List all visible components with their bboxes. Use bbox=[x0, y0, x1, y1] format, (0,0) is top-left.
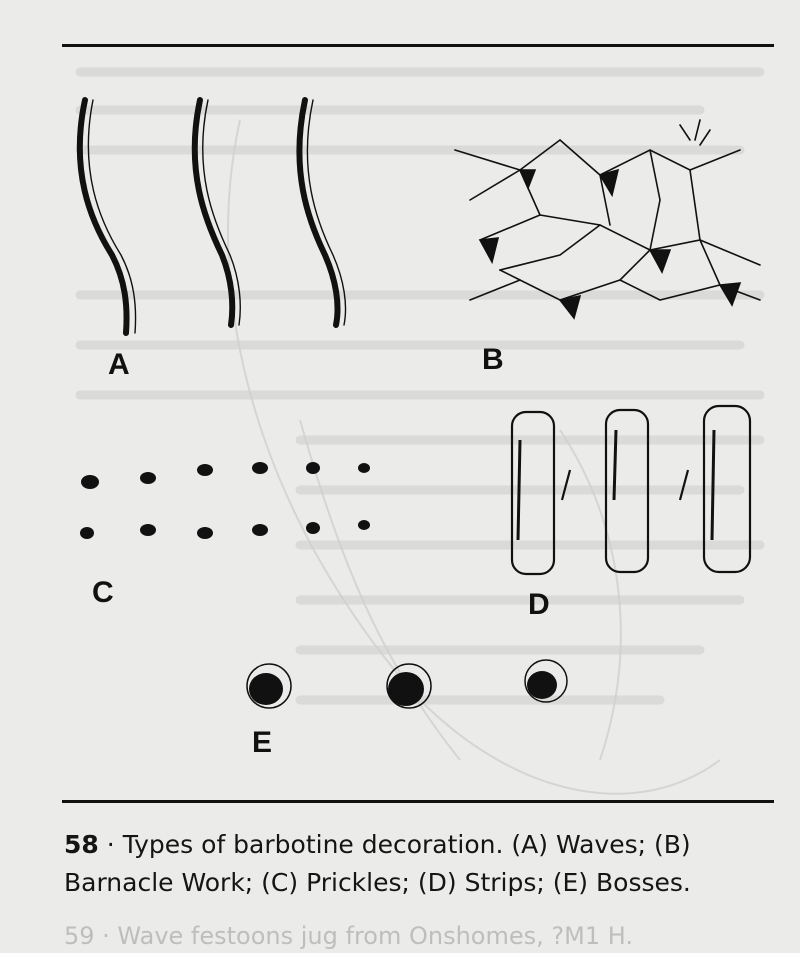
caption-text: Types of barbotine decoration. (A) Waves… bbox=[64, 830, 691, 897]
strips-drawing bbox=[512, 406, 750, 574]
caption-separator: · bbox=[99, 830, 123, 859]
figure-caption: 58·Types of barbotine decoration. (A) Wa… bbox=[64, 826, 776, 902]
panel-label-b: B bbox=[482, 345, 504, 375]
caption-rule bbox=[62, 800, 774, 803]
barnacle-work-drawing bbox=[455, 120, 760, 318]
panel-label-e: E bbox=[252, 728, 272, 758]
waves-drawing bbox=[80, 100, 346, 333]
barbotine-figure bbox=[0, 60, 800, 780]
panel-label-c: C bbox=[92, 578, 114, 608]
prickles-drawing bbox=[80, 462, 370, 539]
bleed-through-text: 59 · Wave festoons jug from Onshomes, ?M… bbox=[64, 922, 776, 953]
panel-label-a: A bbox=[108, 350, 130, 380]
figure-number: 58 bbox=[64, 830, 99, 859]
bosses-drawing bbox=[247, 660, 567, 708]
top-rule bbox=[62, 44, 774, 47]
panel-label-d: D bbox=[528, 590, 550, 620]
